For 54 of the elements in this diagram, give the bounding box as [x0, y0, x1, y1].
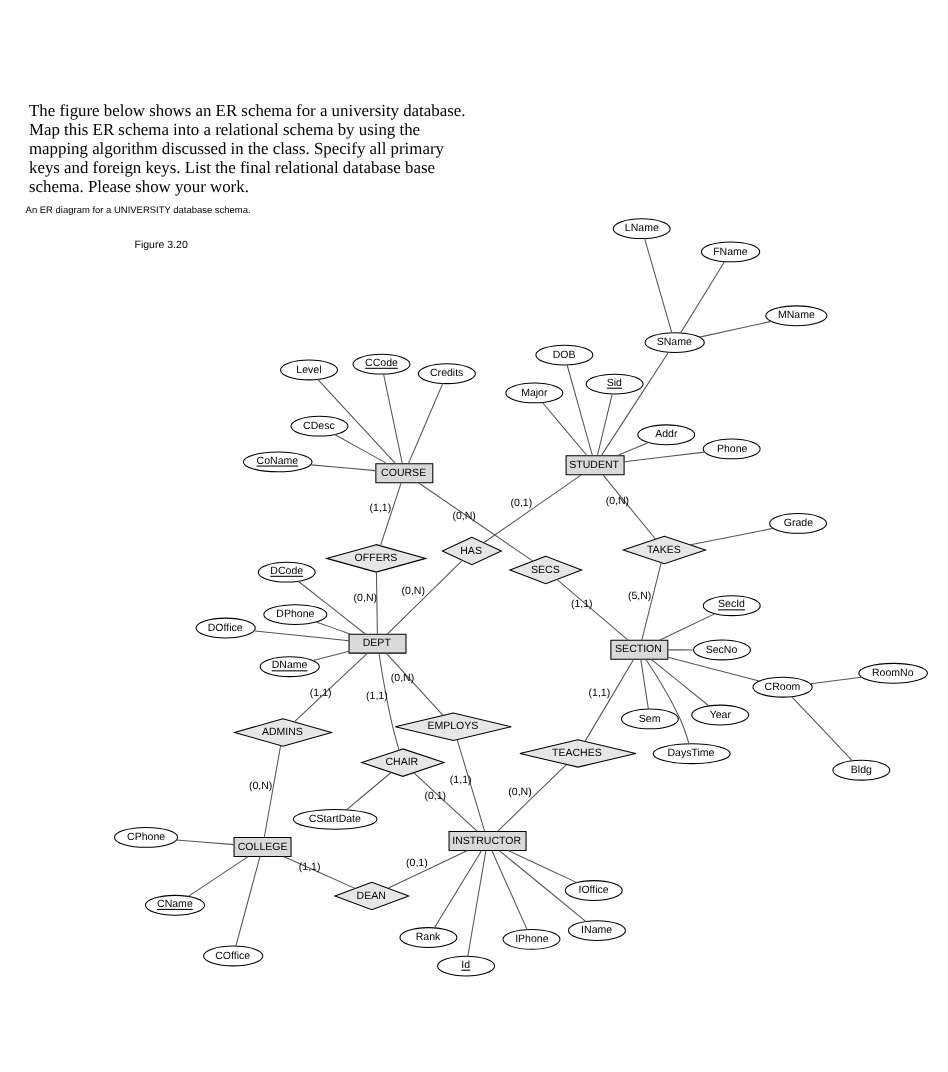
connector [413, 771, 478, 831]
diagram-title: The figure below shows an ER schema for a university database. Map this ER schema into a relational schema by using the mapping algorithm discussed in the class. Specify all primary keys and foreign keys. List the final relational database base schema. Please show your work. [28, 98, 466, 195]
connector [433, 849, 483, 928]
connector [176, 838, 235, 845]
connector [641, 561, 662, 640]
connector [283, 855, 356, 888]
connector [417, 481, 534, 561]
connector [310, 463, 377, 471]
connector [334, 433, 388, 464]
connector [680, 260, 726, 333]
connector [456, 738, 486, 831]
connector [600, 350, 669, 456]
connector [498, 849, 587, 922]
connector [379, 481, 402, 546]
connector [667, 655, 760, 681]
connector [254, 629, 350, 641]
connector [491, 849, 528, 930]
connector [541, 400, 588, 455]
connector [602, 473, 656, 539]
connector [263, 744, 282, 837]
connector [809, 675, 863, 684]
connector [385, 651, 444, 715]
connector [467, 849, 487, 956]
connector [386, 558, 463, 634]
connector [623, 450, 706, 462]
connector [235, 855, 261, 946]
connector [650, 657, 710, 706]
connector [297, 579, 366, 634]
connector [312, 649, 350, 661]
connector [617, 440, 649, 456]
connector [507, 849, 578, 883]
connector [689, 526, 774, 545]
connector [596, 392, 613, 456]
connector [791, 695, 853, 761]
connector [387, 848, 469, 888]
connector [483, 473, 582, 543]
connector [640, 657, 649, 709]
connector [294, 651, 368, 722]
connector [345, 770, 392, 810]
connector [378, 652, 400, 750]
connector [644, 236, 673, 333]
connector [658, 612, 716, 640]
connector [645, 658, 690, 744]
connector [375, 570, 378, 634]
connector [315, 620, 352, 634]
connector [383, 372, 403, 463]
connector [187, 855, 249, 896]
connector [556, 577, 629, 640]
connector [699, 319, 772, 337]
connector [317, 377, 397, 464]
connector [407, 381, 444, 464]
connector [667, 648, 694, 650]
connector [497, 763, 567, 831]
connector [584, 657, 635, 741]
